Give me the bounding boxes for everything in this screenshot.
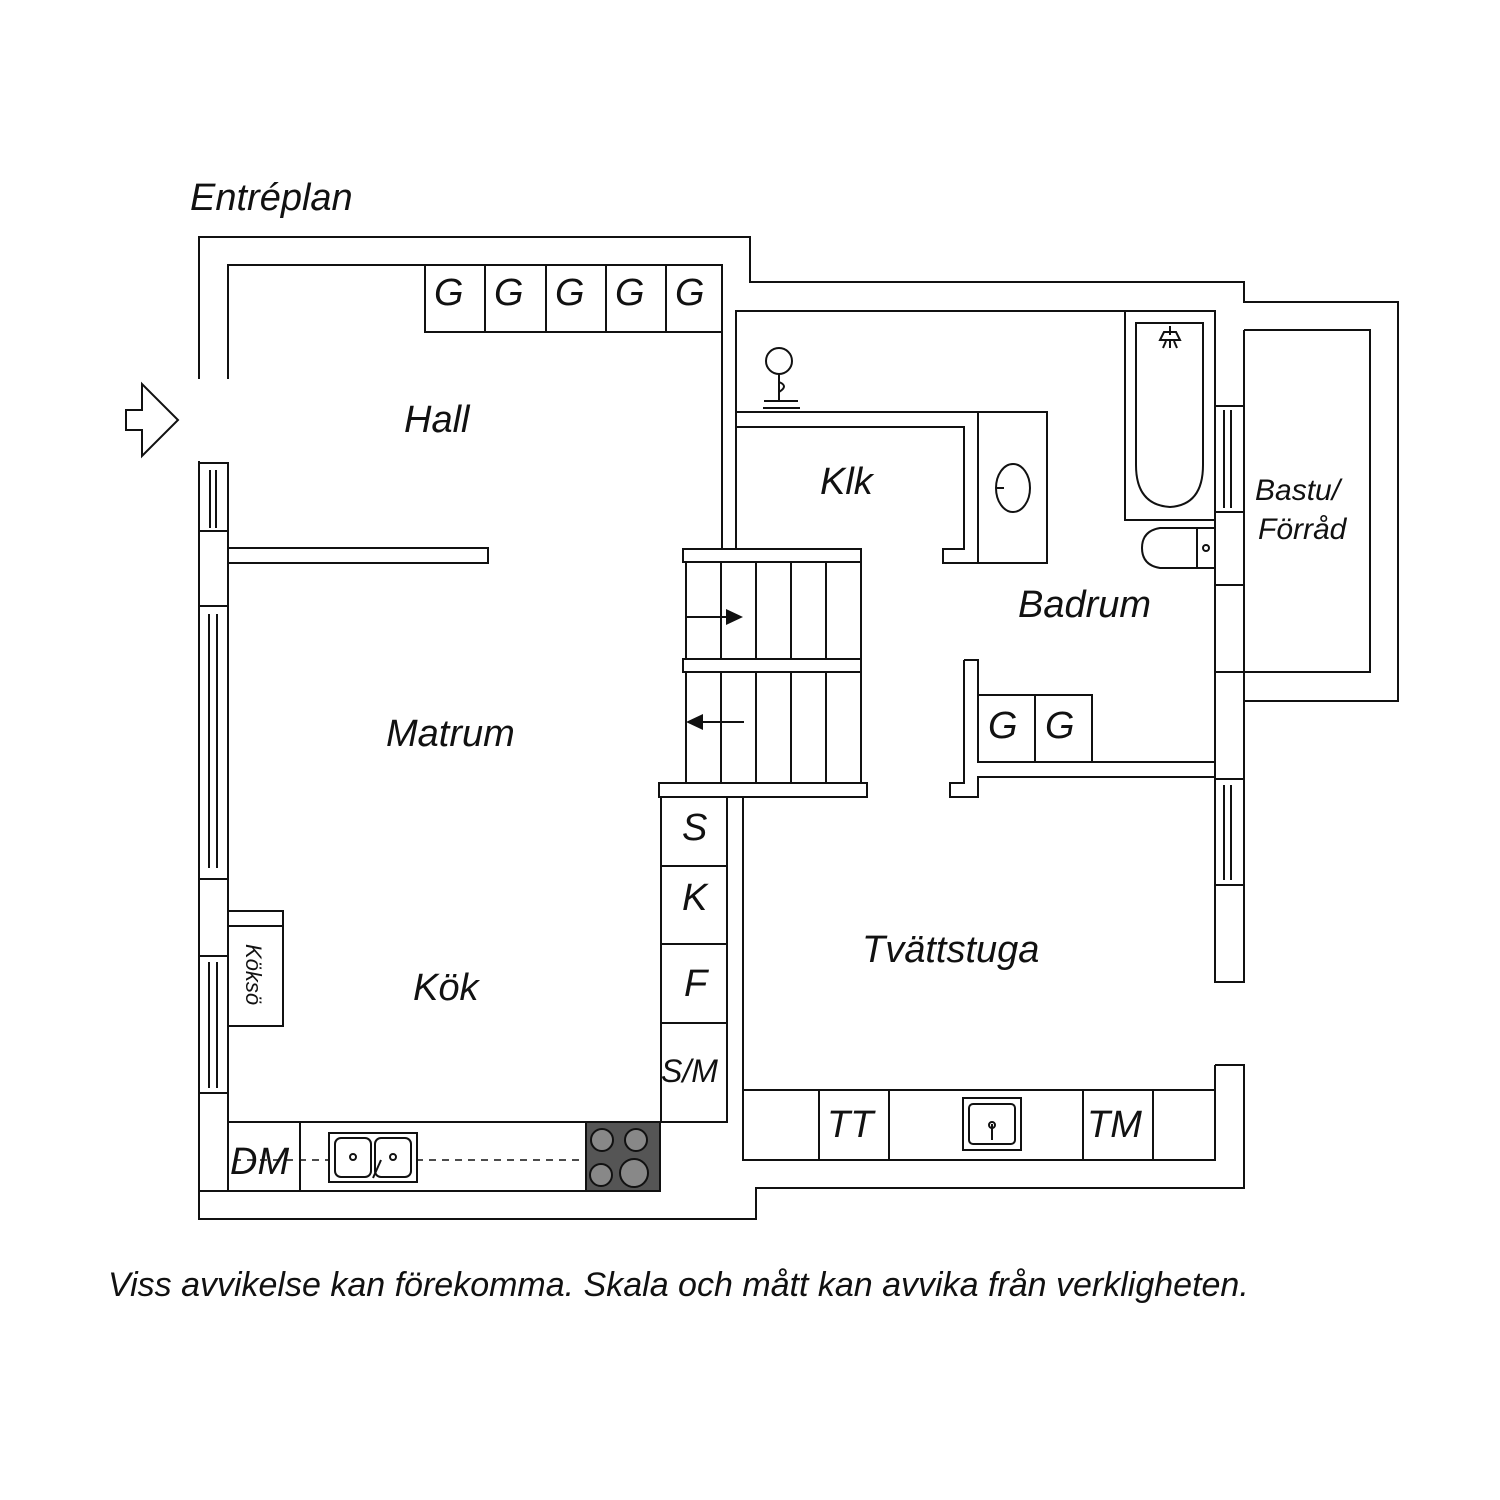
partition-hall-matrum — [227, 547, 489, 564]
klk-walls — [735, 411, 1048, 564]
closet-label: G — [494, 272, 524, 314]
room-label-hall: Hall — [404, 399, 471, 441]
laundry-sink-icon — [962, 1097, 1022, 1151]
window-right — [1214, 778, 1245, 983]
closet-label: G — [434, 272, 464, 314]
closet-label: G — [615, 272, 645, 314]
kitchen-tall-units: S K F S/M — [660, 796, 728, 1123]
dryer-label: TT — [827, 1104, 876, 1146]
bathtub-icon — [1124, 310, 1216, 521]
wall-sink-icon — [763, 347, 800, 409]
room-label-klk: Klk — [820, 461, 875, 503]
kitchen-island: Köksö — [227, 910, 284, 1027]
washer-label: TM — [1087, 1104, 1142, 1146]
toilet-icon — [1140, 527, 1216, 569]
kitchen-island-label: Köksö — [241, 944, 266, 1005]
window-left-1 — [198, 462, 229, 532]
closet-label: G — [675, 272, 705, 314]
room-label-forrad: Förråd — [1258, 513, 1348, 546]
disclaimer-text: Viss avvikelse kan förekomma. Skala och … — [108, 1266, 1249, 1304]
unit-label-f: F — [684, 963, 709, 1005]
plan-title: Entréplan — [190, 177, 353, 219]
room-label-bastu: Bastu/ — [1255, 474, 1343, 507]
laundry-counter: TT TM — [742, 1089, 1216, 1161]
window-left-3 — [208, 962, 218, 1088]
staircase — [658, 548, 868, 798]
kitchen-sink-icon — [328, 1132, 418, 1183]
wall-pier-left — [198, 530, 229, 607]
room-label-tvattstuga: Tvättstuga — [862, 929, 1039, 971]
closet-label: G — [988, 705, 1018, 747]
dishwasher-label: DM — [230, 1141, 289, 1183]
bastu-walls — [1214, 329, 1371, 701]
stair-arrow-icon — [686, 714, 703, 730]
room-label-kok: Kök — [413, 967, 480, 1009]
closet-label: G — [555, 272, 585, 314]
bath-closets: G G — [977, 694, 1093, 763]
hall-closets: G G G G G — [424, 264, 723, 333]
kitchen-counter: DM — [227, 1121, 661, 1192]
closet-label: G — [1045, 705, 1075, 747]
unit-label-s: S — [682, 807, 707, 849]
room-label-badrum: Badrum — [1018, 584, 1151, 626]
room-label-matrum: Matrum — [386, 713, 515, 755]
unit-label-sm: S/M — [661, 1053, 718, 1089]
wall-pier-left-3 — [198, 1092, 229, 1192]
window-left-2 — [208, 614, 218, 868]
stair-arrow-icon — [726, 609, 743, 625]
bathroom-sink-icon — [995, 463, 1031, 513]
entrance-arrow-icon — [125, 381, 180, 459]
unit-label-k: K — [682, 877, 709, 919]
stove-icon — [585, 1121, 661, 1192]
wall-pier-left-2 — [198, 878, 229, 957]
